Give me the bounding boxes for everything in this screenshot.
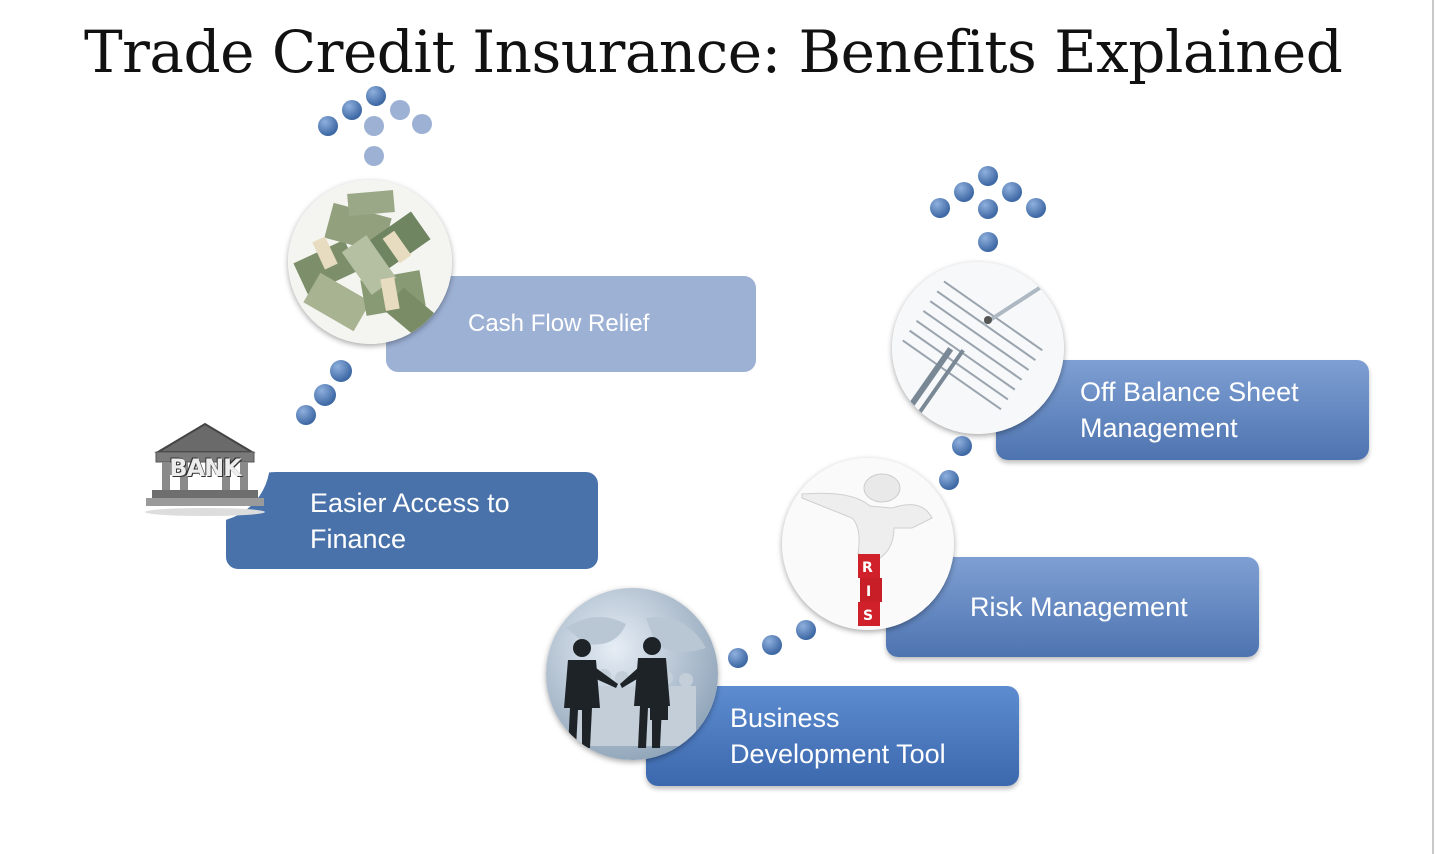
benefit-label-line2: Management bbox=[1080, 413, 1238, 443]
benefit-label-line2: Finance bbox=[310, 523, 407, 554]
money-stack-icon bbox=[288, 180, 452, 344]
bank-sign: BANK bbox=[169, 454, 242, 482]
page-title: Trade Credit Insurance: Benefits Explain… bbox=[84, 18, 1343, 86]
slide-border bbox=[1432, 0, 1434, 854]
svg-text:R: R bbox=[862, 560, 873, 576]
svg-text:S: S bbox=[863, 608, 873, 624]
benefit-easier-access-to-finance: Easier Access to Finance bbox=[226, 472, 598, 569]
svg-text:I: I bbox=[866, 584, 871, 600]
benefit-label: Cash Flow Relief bbox=[468, 310, 650, 337]
risk-blocks-icon: R I S bbox=[782, 458, 954, 630]
handshake-globe-icon bbox=[546, 588, 718, 760]
bank-building-icon: BANK bbox=[140, 416, 270, 522]
benefit-label-line1: Easier Access to bbox=[310, 487, 510, 518]
financial-chart-icon bbox=[892, 262, 1064, 434]
benefit-label-line1: Business bbox=[730, 703, 840, 733]
benefit-label: Risk Management bbox=[970, 592, 1188, 622]
benefit-label-line1: Off Balance Sheet bbox=[1080, 377, 1299, 407]
benefit-cash-flow-relief: Cash Flow Relief bbox=[386, 276, 756, 372]
benefit-label-line2: Development Tool bbox=[730, 739, 946, 769]
